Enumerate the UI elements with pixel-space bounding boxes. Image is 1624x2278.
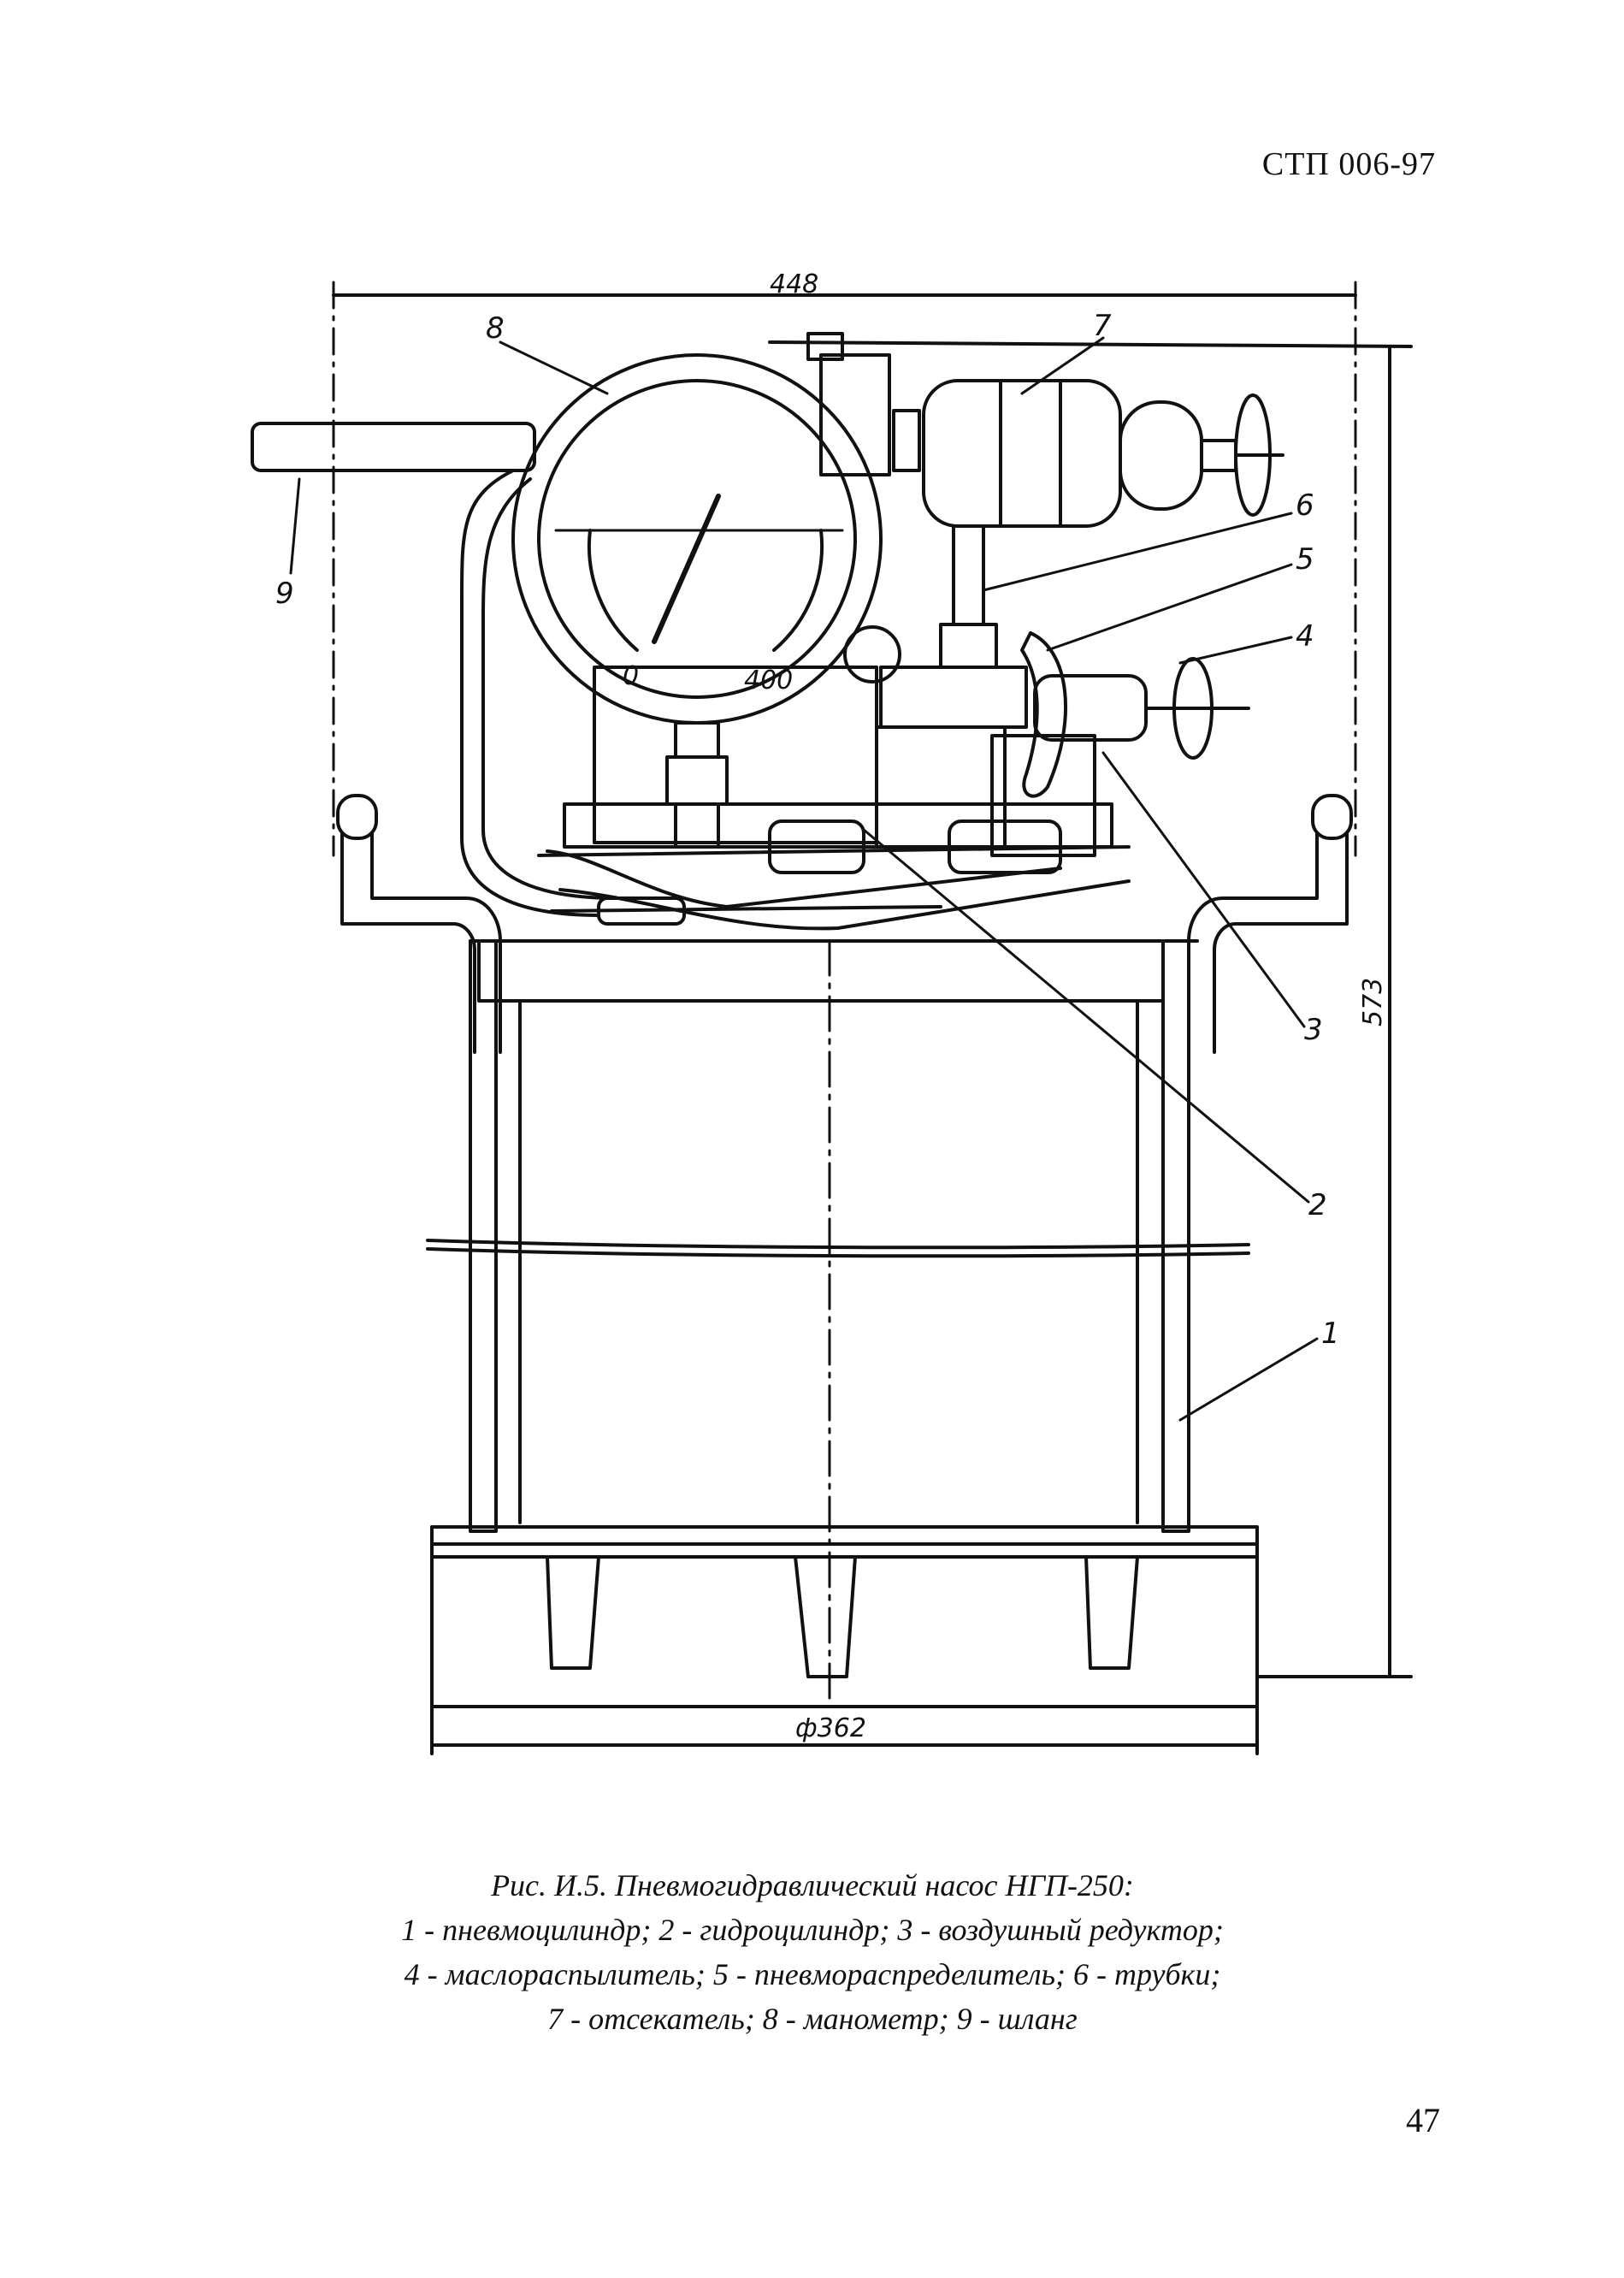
- caption-legend-line-1: 1 - пневмоцилиндр; 2 - гидроцилиндр; 3 -…: [401, 1913, 1224, 1947]
- dimension-height: 573: [1358, 978, 1388, 1027]
- manometer: [511, 353, 883, 849]
- dimension-height-lines: [768, 340, 1413, 1678]
- pump-drawing: 448 573 ф362 0 400 1 2 3 4 5 6 7 8 9: [251, 269, 1413, 1755]
- left-handle: [336, 794, 502, 1054]
- callout-2: 2: [1308, 1188, 1327, 1222]
- gauge-scale-max: 400: [744, 666, 793, 695]
- callout-6: 6: [1296, 488, 1314, 523]
- pump-drawing-svg: 448 573 ф362 0 400 1 2 3 4 5 6 7 8 9: [251, 269, 1413, 1755]
- callout-3: 3: [1304, 1013, 1323, 1047]
- page-number: 47: [1406, 2101, 1440, 2139]
- gauge-scale-min: 0: [623, 661, 639, 691]
- callout-8: 8: [486, 311, 505, 346]
- cutoff-valve: [806, 332, 1284, 528]
- pipe-fittings: [537, 819, 1131, 931]
- document-code: СТП 006-97: [1261, 146, 1436, 182]
- dimension-width: 448: [770, 269, 818, 299]
- dimension-width-lines: [332, 281, 1357, 857]
- callout-7: 7: [1093, 309, 1112, 343]
- leader-lines: [289, 336, 1319, 1422]
- pump-body: [563, 666, 1113, 857]
- tubes: [939, 524, 998, 669]
- pneumatic-cylinder-frame: [426, 939, 1259, 1708]
- caption-legend-line-3: 7 - отсекатель; 8 - манометр; 9 - шланг: [547, 2002, 1078, 2036]
- callout-9: 9: [275, 577, 294, 611]
- right-handle: [1187, 794, 1353, 1054]
- caption-title: Рис. И.5. Пневмогидравлический насос НГП…: [491, 1868, 1134, 1902]
- pneumatic-distributor: [843, 625, 1250, 798]
- callout-5: 5: [1296, 542, 1314, 577]
- hose: [251, 422, 617, 917]
- figure-caption: Рис. И.5. Пневмогидравлический насос НГП…: [214, 1863, 1411, 2041]
- callout-1: 1: [1321, 1317, 1340, 1351]
- callout-4: 4: [1296, 619, 1314, 654]
- dimension-base: ф362: [795, 1713, 866, 1743]
- caption-legend-line-2: 4 - маслораспылитель; 5 - пневмораспреде…: [404, 1957, 1221, 1991]
